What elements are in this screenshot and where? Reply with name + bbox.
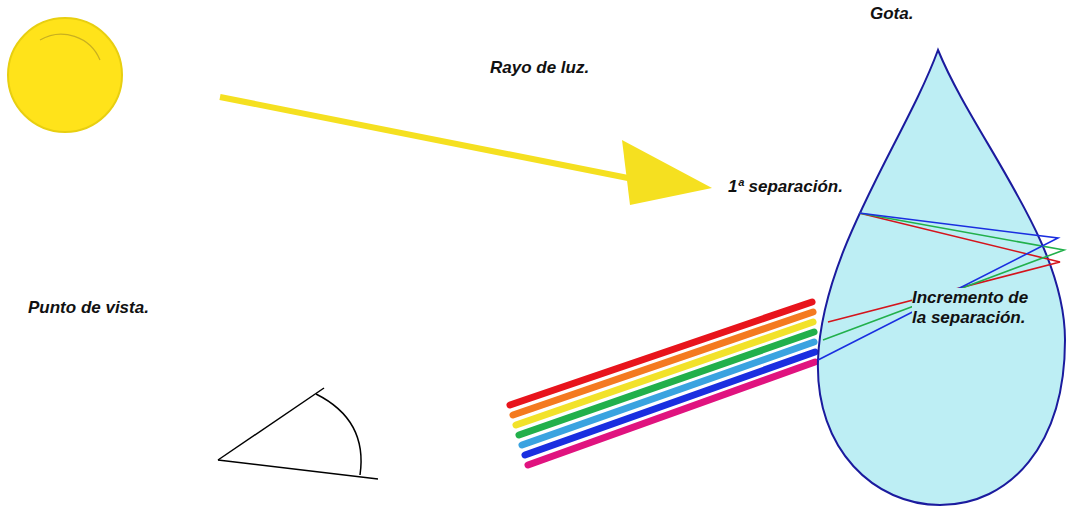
ray-shaft: [220, 97, 628, 178]
label-holder: Punto de vista.: [28, 298, 149, 318]
sun-highlight: [40, 34, 100, 60]
annotation-label: Rayo de luz.: [490, 58, 589, 78]
viewpoint-angle: [218, 388, 378, 479]
band-red: [510, 302, 812, 405]
drop-title: Gota.: [870, 4, 913, 24]
sun: [8, 18, 122, 132]
band-lightblue: [522, 342, 814, 445]
angle-arc: [316, 394, 361, 475]
angle-side: [218, 388, 324, 460]
water-drop: Gota. Incremento de la separación.: [812, 0, 1070, 510]
sun-disc: [8, 18, 122, 132]
angle-side: [218, 460, 378, 479]
light-ray-arrow: [220, 97, 712, 205]
band-blue: [525, 352, 815, 455]
ray-head: [622, 140, 712, 205]
drop-note: Incremento de la separación.: [912, 288, 1030, 329]
band-green: [519, 332, 814, 435]
band-orange: [513, 312, 813, 415]
label-holder: 1ª separación.: [728, 177, 843, 197]
text-holder: Incremento de la separación.: [912, 288, 1030, 329]
refracted-ray: [818, 213, 1058, 360]
band-magenta: [528, 362, 815, 465]
rainbow-bands: [510, 302, 815, 465]
label-holder: Rayo de luz.: [490, 58, 589, 78]
refracted-ray: [823, 213, 1064, 340]
text-holder: Gota.: [870, 4, 913, 24]
annotation-label: 1ª separación.: [728, 177, 843, 197]
drop-outline: [818, 50, 1065, 505]
band-yellow: [516, 322, 813, 425]
drop-outline-layer: [812, 0, 1070, 510]
annotation-label: Punto de vista.: [28, 298, 149, 318]
